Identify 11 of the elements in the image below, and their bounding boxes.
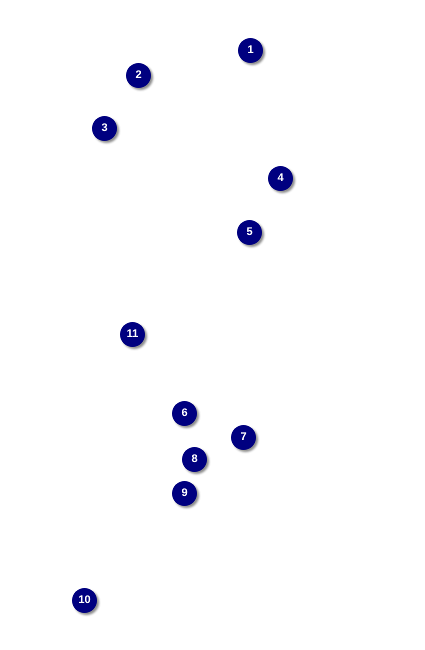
callout-number: 5 xyxy=(237,220,262,245)
callout-number: 8 xyxy=(182,447,207,472)
callout-number: 10 xyxy=(72,588,97,613)
callout-number: 3 xyxy=(92,116,117,141)
callout-number: 6 xyxy=(172,401,197,426)
callout-number: 11 xyxy=(120,322,145,347)
callout-number: 2 xyxy=(126,63,151,88)
callout-number: 9 xyxy=(172,481,197,506)
callout-number: 4 xyxy=(268,166,293,191)
callout-number: 1 xyxy=(238,38,263,63)
callout-number: 7 xyxy=(231,425,256,450)
